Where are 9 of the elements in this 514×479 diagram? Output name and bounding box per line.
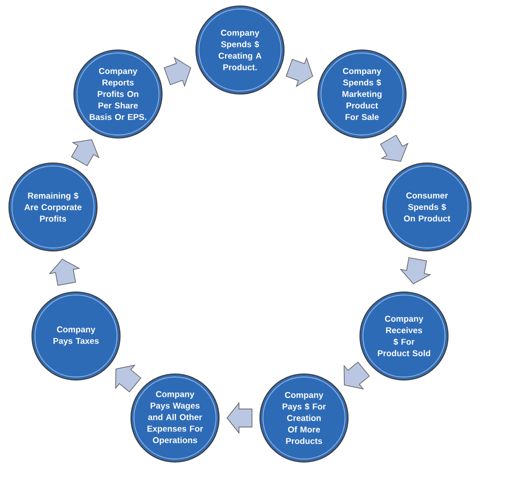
arrow [400, 257, 432, 284]
arrow [164, 56, 192, 87]
arrow [48, 258, 80, 286]
arrow [380, 134, 408, 162]
arrow [115, 364, 142, 392]
arrow [226, 402, 252, 434]
arrow [286, 57, 314, 88]
arrow [344, 362, 370, 390]
arrow [71, 139, 100, 166]
